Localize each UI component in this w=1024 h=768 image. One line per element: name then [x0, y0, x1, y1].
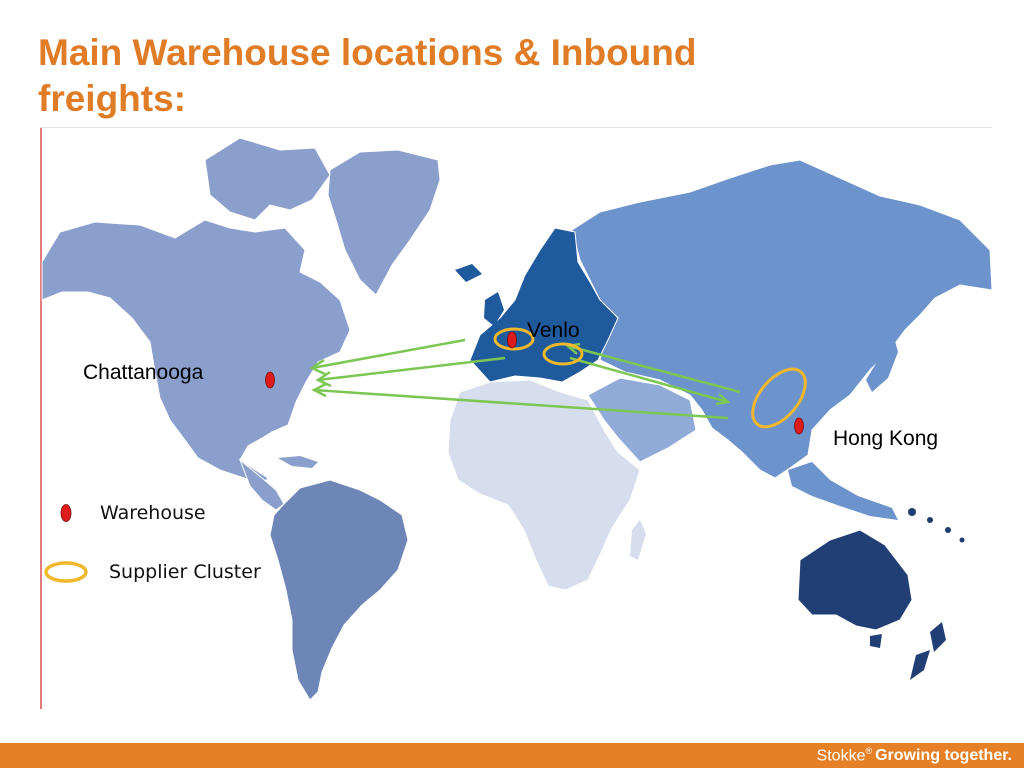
north-america — [41, 219, 351, 485]
japan — [866, 330, 898, 392]
central-america — [238, 458, 285, 511]
freight-arrow — [569, 356, 729, 404]
africa — [447, 379, 641, 591]
legend-supplier-cluster-label: Supplier Cluster — [109, 561, 261, 583]
caribbean — [278, 456, 318, 468]
brand-tagline: Stokke®Growing together. — [817, 746, 1012, 765]
freight-arrow — [317, 356, 506, 382]
greenland — [327, 149, 441, 296]
freight-arrow-head — [315, 370, 332, 388]
warehouse-marker-venlo — [507, 331, 517, 349]
freight-arrow-head — [565, 342, 581, 355]
freight-arrows — [309, 338, 741, 420]
australia — [797, 529, 913, 631]
label-chattanooga: Chattanooga — [83, 361, 204, 384]
tasmania — [870, 634, 882, 648]
asia — [571, 159, 992, 479]
trademark-symbol: ® — [865, 746, 873, 756]
southeast-asia-islands — [788, 462, 898, 520]
legend-icons — [44, 504, 88, 583]
warehouse-marker-chattanooga — [265, 371, 275, 389]
freight-arrow — [311, 338, 466, 370]
middle-east — [587, 377, 697, 463]
slide-title: Main Warehouse locations & Inbound freig… — [38, 32, 697, 119]
supplier-cluster-central-europe — [542, 342, 584, 366]
tagline: Growing together. — [875, 747, 1012, 765]
world-map — [40, 127, 992, 709]
supplier-cluster-china — [751, 367, 807, 429]
freight-arrow-head — [309, 358, 326, 376]
freight-arrow-head — [715, 393, 731, 406]
new-zealand — [930, 622, 946, 652]
new-zealand-south — [910, 650, 930, 680]
arctic-islands — [204, 137, 331, 221]
madagascar — [630, 520, 646, 560]
warehouse-marker-hong-kong — [794, 417, 804, 435]
legend-warehouse-label: Warehouse — [100, 502, 206, 524]
freight-arrow — [567, 344, 741, 394]
freight-arrow-head — [311, 382, 327, 398]
europe — [469, 227, 619, 383]
supplier-cluster-legend-icon — [44, 561, 88, 583]
brand-name: Stokke — [816, 747, 866, 765]
supplier-cluster-benelux — [493, 327, 535, 351]
iceland — [455, 264, 482, 282]
freight-arrow — [313, 388, 729, 420]
warehouse-legend-icon — [60, 504, 72, 522]
british-isles — [484, 292, 504, 326]
label-venlo: Venlo — [527, 319, 580, 342]
footer-bar: Stokke®Growing together. — [0, 743, 1024, 768]
label-hong-kong: Hong Kong — [833, 427, 939, 450]
south-america — [269, 479, 409, 701]
